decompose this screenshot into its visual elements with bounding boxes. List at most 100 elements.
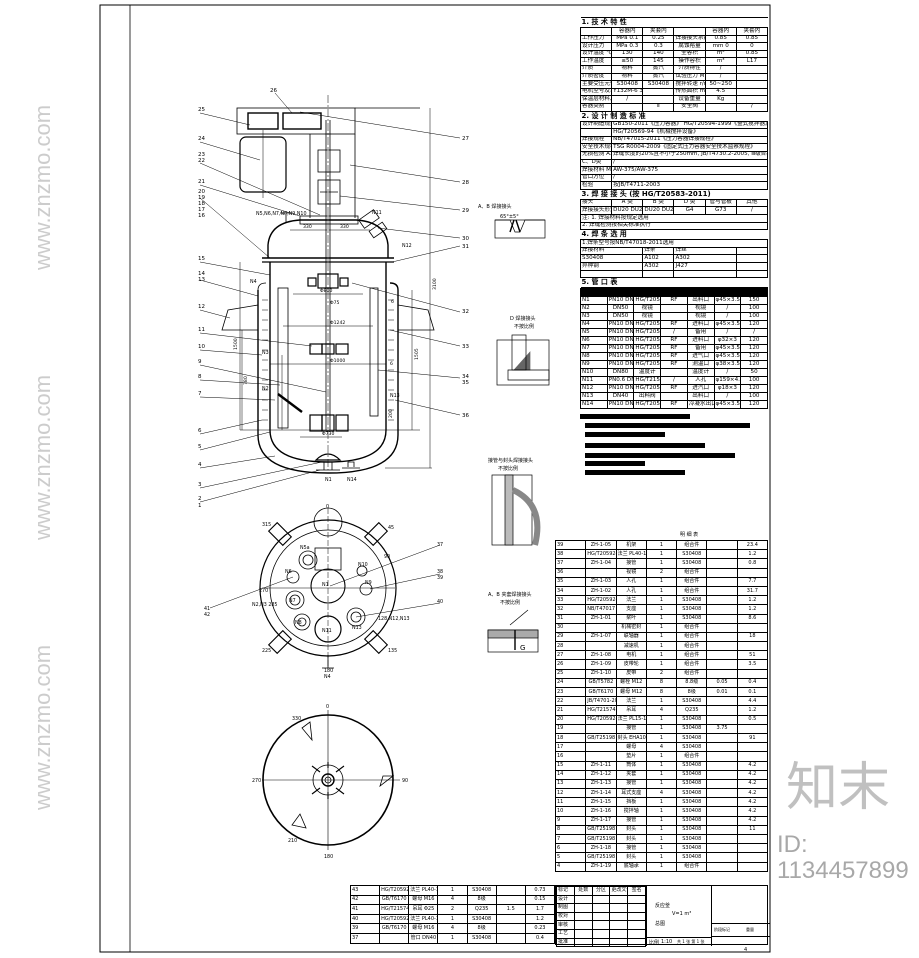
table-cell: C、D类 [579, 158, 613, 168]
table-cell: 出料口 [686, 392, 715, 402]
part-label: 39 [437, 575, 443, 581]
part-label: 2 [198, 496, 202, 502]
table-cell: φ38×3.5 [713, 360, 742, 370]
table-cell: N1 [580, 296, 608, 306]
table-cell: HG/T20592-2009 [379, 885, 410, 896]
table-cell: HG/T20592 [633, 336, 662, 346]
table-cell: 操作容积 [673, 57, 706, 66]
table-cell [706, 604, 738, 615]
table-cell: S30408 [466, 913, 497, 925]
table-cell: 焊条 [642, 246, 675, 256]
table-cell: / [713, 312, 742, 322]
table-cell: 0.4 [736, 677, 769, 689]
table-cell: 8.8级 [676, 677, 708, 689]
table-cell: DN50 [606, 312, 635, 322]
angle-label: 270 [259, 588, 268, 594]
table-row: 无损检测 A、B类焊缝长度的20%且不小于250mm, JB/T4730.2-2… [579, 150, 768, 160]
angle-label: 225 [262, 648, 271, 654]
table-cell [736, 833, 769, 845]
part-label: 21 [198, 179, 205, 185]
table-cell: A 类 [611, 198, 644, 208]
table-cell: DN40 [606, 392, 635, 402]
table-cell: 4.2 [736, 769, 769, 780]
table-cell: 1.2 [736, 549, 769, 560]
table-cell: 11 [554, 797, 587, 808]
table-row: 管口方位/ [579, 173, 768, 183]
table-cell: 设备重量 [673, 95, 706, 104]
table-cell: GB/T6170 [585, 686, 617, 698]
table-cell: 38 [554, 549, 587, 560]
table-cell [660, 368, 688, 378]
table-cell: 组合件 [676, 567, 708, 578]
table-cell [706, 650, 738, 661]
page-number: 4 [744, 947, 747, 953]
table-cell: 介质密度 [579, 72, 613, 82]
table-cell: MPa 0.3 [611, 42, 644, 51]
table-cell: N11 [580, 376, 608, 386]
revision-row: 校对 [556, 911, 646, 922]
detail-title: D 焊接接头 [510, 315, 535, 322]
table-cell: 桨叶 [615, 613, 647, 624]
table-cell [627, 894, 646, 905]
table-cell: ZH-1-16 [585, 806, 617, 817]
nozzle-label: N14 [347, 477, 357, 483]
table-cell: S30408 [466, 885, 497, 896]
table-cell [706, 732, 738, 744]
part-label: 7 [198, 391, 202, 397]
table-cell: 32 [554, 604, 587, 615]
table-cell: N13 [580, 392, 608, 402]
table-cell: DN80 [606, 368, 635, 378]
part-label: 22 [198, 158, 205, 164]
angle-label: 210 [288, 838, 297, 844]
table-cell [591, 937, 611, 948]
table-cell: HG/T20592 [633, 400, 662, 410]
table-row: 介质物料蒸汽介质特性/ [579, 64, 769, 74]
title-block: 标记处数分区更改文件号签名设计制图校对审核工艺批准 反应釜 V=1 m³ 总图 … [555, 885, 770, 948]
table-cell: 焊接规程 [579, 135, 613, 145]
table-cell: 100 [740, 376, 768, 386]
table-cell: 管与管板 [704, 198, 737, 208]
table-cell: GB/T25198 [585, 852, 617, 863]
table-cell [736, 622, 769, 633]
table-cell: 联轴器 [615, 631, 647, 643]
dim-label: Φ730 [322, 431, 334, 437]
table-cell [706, 595, 738, 606]
table-cell: 出料阀 [633, 392, 662, 402]
table-cell: 1 [645, 604, 678, 615]
part-label: 1 [198, 503, 202, 509]
table-cell: / [704, 64, 737, 74]
table-cell [573, 937, 593, 948]
table-cell: 组合件 [676, 650, 708, 661]
table-cell: S30408 [676, 769, 708, 780]
table-cell: 法兰 PL15-1.0 RF [615, 714, 647, 725]
table-cell [660, 288, 688, 298]
part-label: 9 [198, 359, 202, 365]
table-cell [736, 751, 769, 762]
bottom-view-labels: 0 330 90 270 210 180 [252, 704, 408, 860]
table-cell: 挡板 [615, 797, 647, 808]
table-cell [706, 585, 738, 597]
table-cell [591, 928, 611, 939]
table-cell [573, 920, 593, 930]
table-cell [736, 723, 769, 734]
table-cell: 物料 [611, 72, 644, 82]
table-row: 检验按JB/T4711-2003 [579, 181, 768, 190]
table-cell: 4 [645, 742, 678, 753]
table-cell: 设计 [556, 894, 575, 905]
nozzle-label: N5,N6,N7,N8,N9,N10 [256, 211, 307, 217]
table-cell: PN10 DN40 [606, 320, 635, 330]
table-cell: 介质特性 [673, 64, 706, 74]
table-cell [633, 288, 662, 298]
table-cell: 0.15 [524, 894, 556, 906]
table-cell [495, 923, 526, 934]
